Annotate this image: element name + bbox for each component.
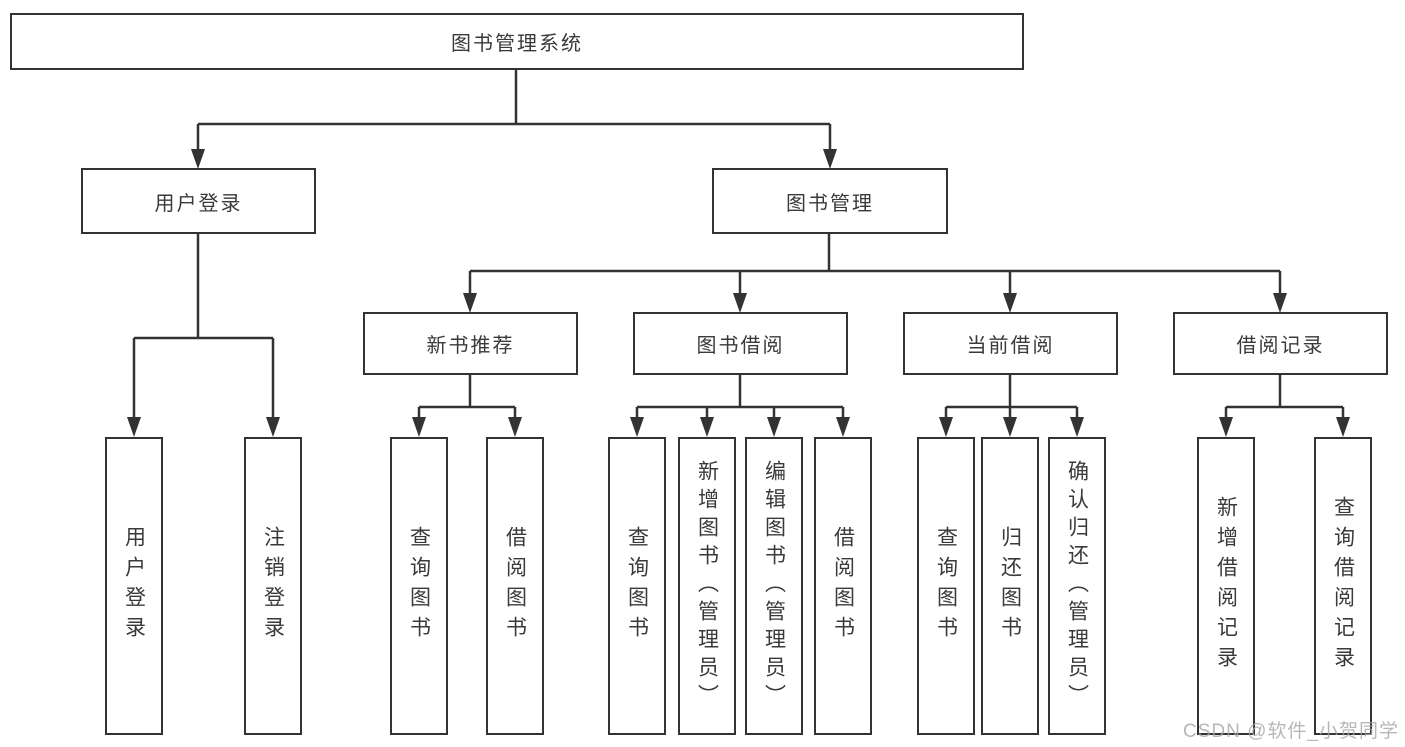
node-label: 查询图书 [934, 526, 958, 646]
node-label: 用户登录 [122, 526, 146, 646]
leaf-confirm-return-admin: 确认归还（管理员） [1048, 437, 1106, 735]
node-new-book-recommendation: 新书推荐 [363, 312, 578, 375]
node-label: 借阅记录 [1236, 335, 1325, 357]
leaf-borrow-books-1: 借阅图书 [486, 437, 544, 735]
leaf-logout: 注销登录 [244, 437, 302, 735]
node-current-borrowing: 当前借阅 [903, 312, 1118, 375]
node-label: 图书管理系统 [451, 33, 583, 55]
leaf-query-books-2: 查询图书 [608, 437, 666, 735]
node-label: 查询图书 [407, 526, 431, 646]
leaf-query-books-1: 查询图书 [390, 437, 448, 735]
node-book-borrowing: 图书借阅 [633, 312, 848, 375]
node-label: 查询借阅记录 [1331, 496, 1355, 676]
leaf-borrow-books-2: 借阅图书 [814, 437, 872, 735]
node-label: 查询图书 [625, 526, 649, 646]
node-borrowing-records: 借阅记录 [1173, 312, 1388, 375]
node-label: 借阅图书 [503, 526, 527, 646]
node-label: 新增图书（管理员） [695, 460, 719, 712]
leaf-add-borrow-record: 新增借阅记录 [1197, 437, 1255, 735]
leaf-user-login: 用户登录 [105, 437, 163, 735]
leaf-add-book-admin: 新增图书（管理员） [678, 437, 736, 735]
node-label: 用户登录 [154, 192, 243, 215]
leaf-edit-book-admin: 编辑图书（管理员） [745, 437, 803, 735]
node-label: 归还图书 [998, 526, 1022, 646]
node-book-management: 图书管理 [712, 168, 948, 234]
leaf-query-books-3: 查询图书 [917, 437, 975, 735]
node-label: 借阅图书 [831, 526, 855, 646]
node-label: 新书推荐 [426, 335, 515, 357]
arrowhead-icons [127, 149, 1350, 437]
node-label: 图书管理 [786, 192, 874, 215]
node-label: 注销登录 [261, 526, 285, 646]
node-library-management-system: 图书管理系统 [10, 13, 1024, 70]
node-label: 确认归还（管理员） [1065, 460, 1089, 712]
node-user-login: 用户登录 [81, 168, 316, 234]
csdn-watermark: CSDN @软件_小贺同学 [1183, 721, 1399, 742]
node-label: 图书借阅 [696, 335, 785, 357]
node-label: 编辑图书（管理员） [762, 460, 786, 712]
leaf-query-borrow-record: 查询借阅记录 [1314, 437, 1372, 735]
leaf-return-books: 归还图书 [981, 437, 1039, 735]
node-label: 当前借阅 [966, 335, 1055, 357]
node-label: 新增借阅记录 [1214, 496, 1238, 676]
